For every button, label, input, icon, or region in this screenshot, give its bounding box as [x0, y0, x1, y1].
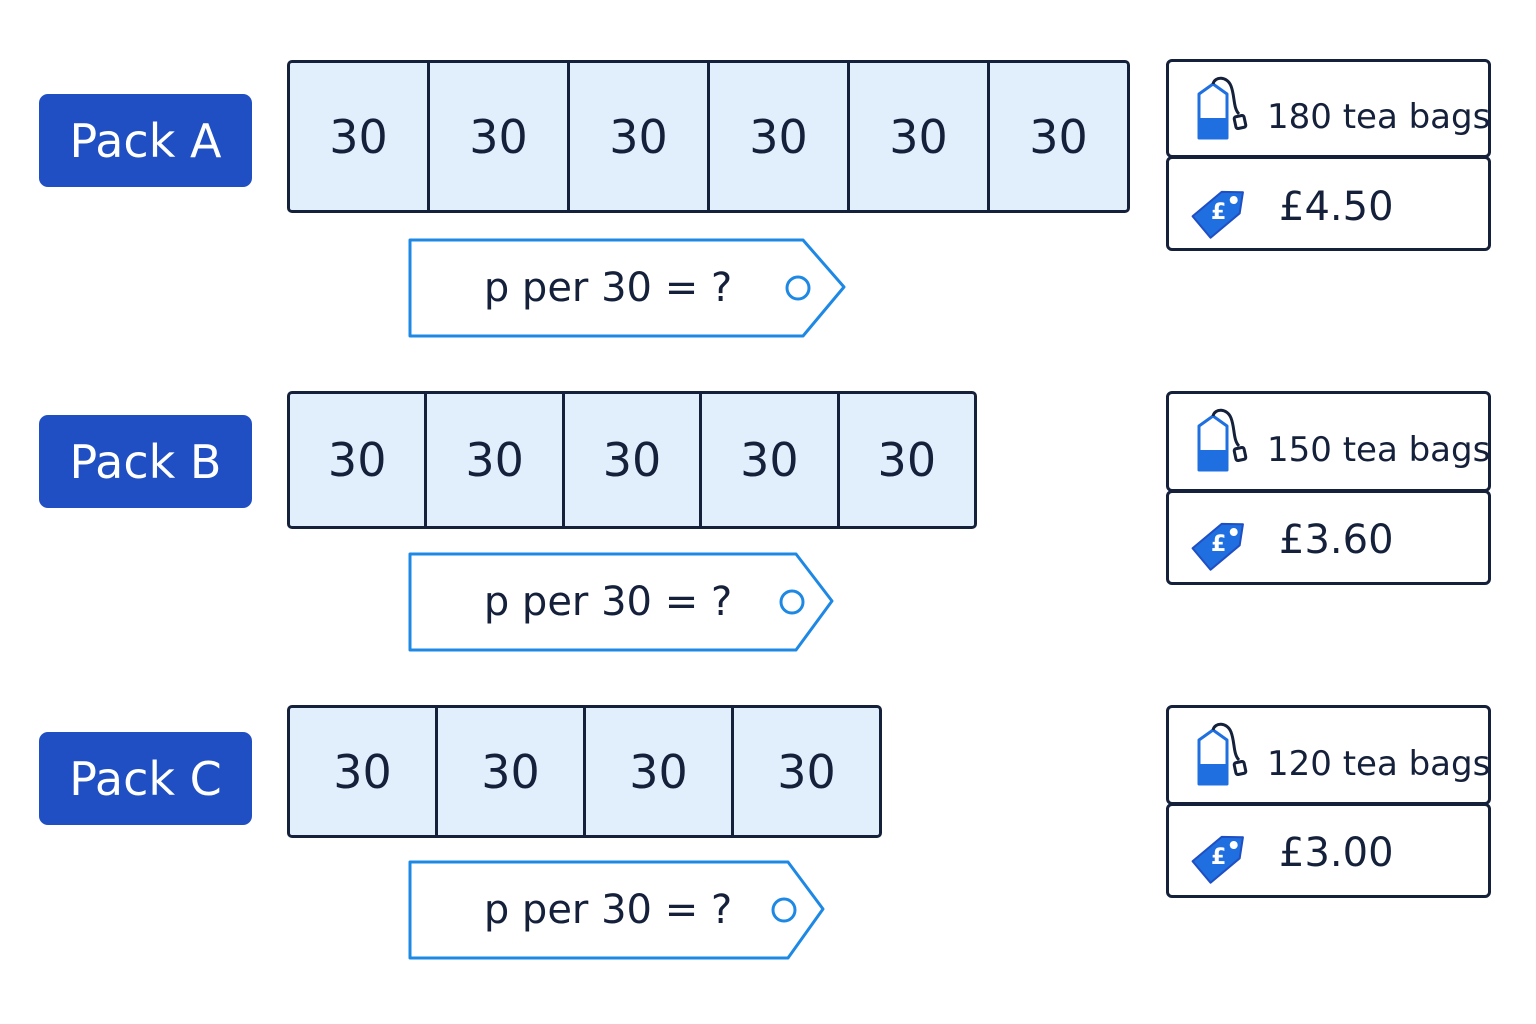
- pack-b-price-per-30-tag: p per 30 = ?: [408, 552, 838, 652]
- svg-text:£: £: [1211, 845, 1226, 870]
- price-tag-pound-icon: £: [1191, 190, 1244, 239]
- price-tag-pound-icon: £: [1191, 522, 1244, 571]
- pack-b-cell: 30: [424, 394, 561, 526]
- pack-a-price-box: £ £4.50: [1166, 156, 1491, 251]
- pack-b-bags-box: 150 tea bags: [1166, 391, 1491, 492]
- pack-c-bags-text: 120 tea bags: [1267, 744, 1491, 784]
- pack-a-price-text: £4.50: [1279, 184, 1394, 230]
- tea-bag-icon: [1197, 722, 1248, 786]
- tag-outline-shape: [408, 552, 834, 652]
- pack-b-bags-text: 150 tea bags: [1267, 430, 1491, 470]
- pack-a-bags-text: 180 tea bags: [1267, 97, 1491, 137]
- pack-a-tag-text: p per 30 = ?: [483, 265, 733, 311]
- pack-a-cell: 30: [329, 109, 388, 164]
- pack-c-cell: 30: [731, 708, 879, 835]
- svg-text:£: £: [1211, 200, 1226, 225]
- pack-c-label: Pack C: [39, 732, 252, 825]
- pack-b-cell: 30: [327, 433, 387, 487]
- pack-b-tag-text: p per 30 = ?: [483, 579, 733, 625]
- pack-b-price-text: £3.60: [1279, 517, 1394, 563]
- pack-b-cell: 30: [699, 394, 836, 526]
- tea-bag-icon: [1197, 76, 1248, 140]
- pack-c-cell: 30: [435, 708, 583, 835]
- pack-c-cell: 30: [583, 708, 731, 835]
- pack-a-cell: 30: [567, 63, 707, 210]
- pack-a-label: Pack A: [39, 94, 252, 187]
- pack-c-tag-text: p per 30 = ?: [483, 887, 733, 933]
- pack-c-bags-box: 120 tea bags: [1166, 705, 1491, 805]
- pack-b-strip: 30 30 30 30 30: [287, 391, 977, 529]
- pack-b-cell: 30: [561, 394, 699, 526]
- tag-outline-shape: [408, 860, 825, 960]
- pack-c-price-box: £ £3.00: [1166, 803, 1491, 898]
- tea-bag-icon: [1197, 408, 1248, 472]
- pack-a-price-per-30-tag: p per 30 = ?: [408, 238, 848, 338]
- pack-c-price-text: £3.00: [1279, 830, 1394, 876]
- tag-outline-shape: [408, 238, 846, 338]
- pack-b-price-box: £ £3.60: [1166, 490, 1491, 585]
- pack-c-cell: 30: [333, 744, 392, 799]
- pack-b-label: Pack B: [39, 415, 252, 508]
- pack-a-strip: 30 30 30 30 30 30: [287, 60, 1130, 213]
- price-tag-pound-icon: £: [1191, 835, 1244, 884]
- pack-c-price-per-30-tag: p per 30 = ?: [408, 860, 828, 960]
- pack-a-cell: 30: [707, 63, 847, 210]
- tag-hole-icon: [779, 589, 805, 615]
- svg-text:£: £: [1211, 532, 1226, 557]
- tag-hole-icon: [771, 897, 797, 923]
- pack-a-cell: 30: [847, 63, 987, 210]
- pack-a-bags-box: 180 tea bags: [1166, 59, 1491, 158]
- pack-a-cell: 30: [987, 63, 1127, 210]
- tag-hole-icon: [785, 275, 811, 301]
- pack-c-strip: 30 30 30 30: [287, 705, 882, 838]
- pack-b-cell: 30: [836, 394, 974, 526]
- pack-a-cell: 30: [427, 63, 567, 210]
